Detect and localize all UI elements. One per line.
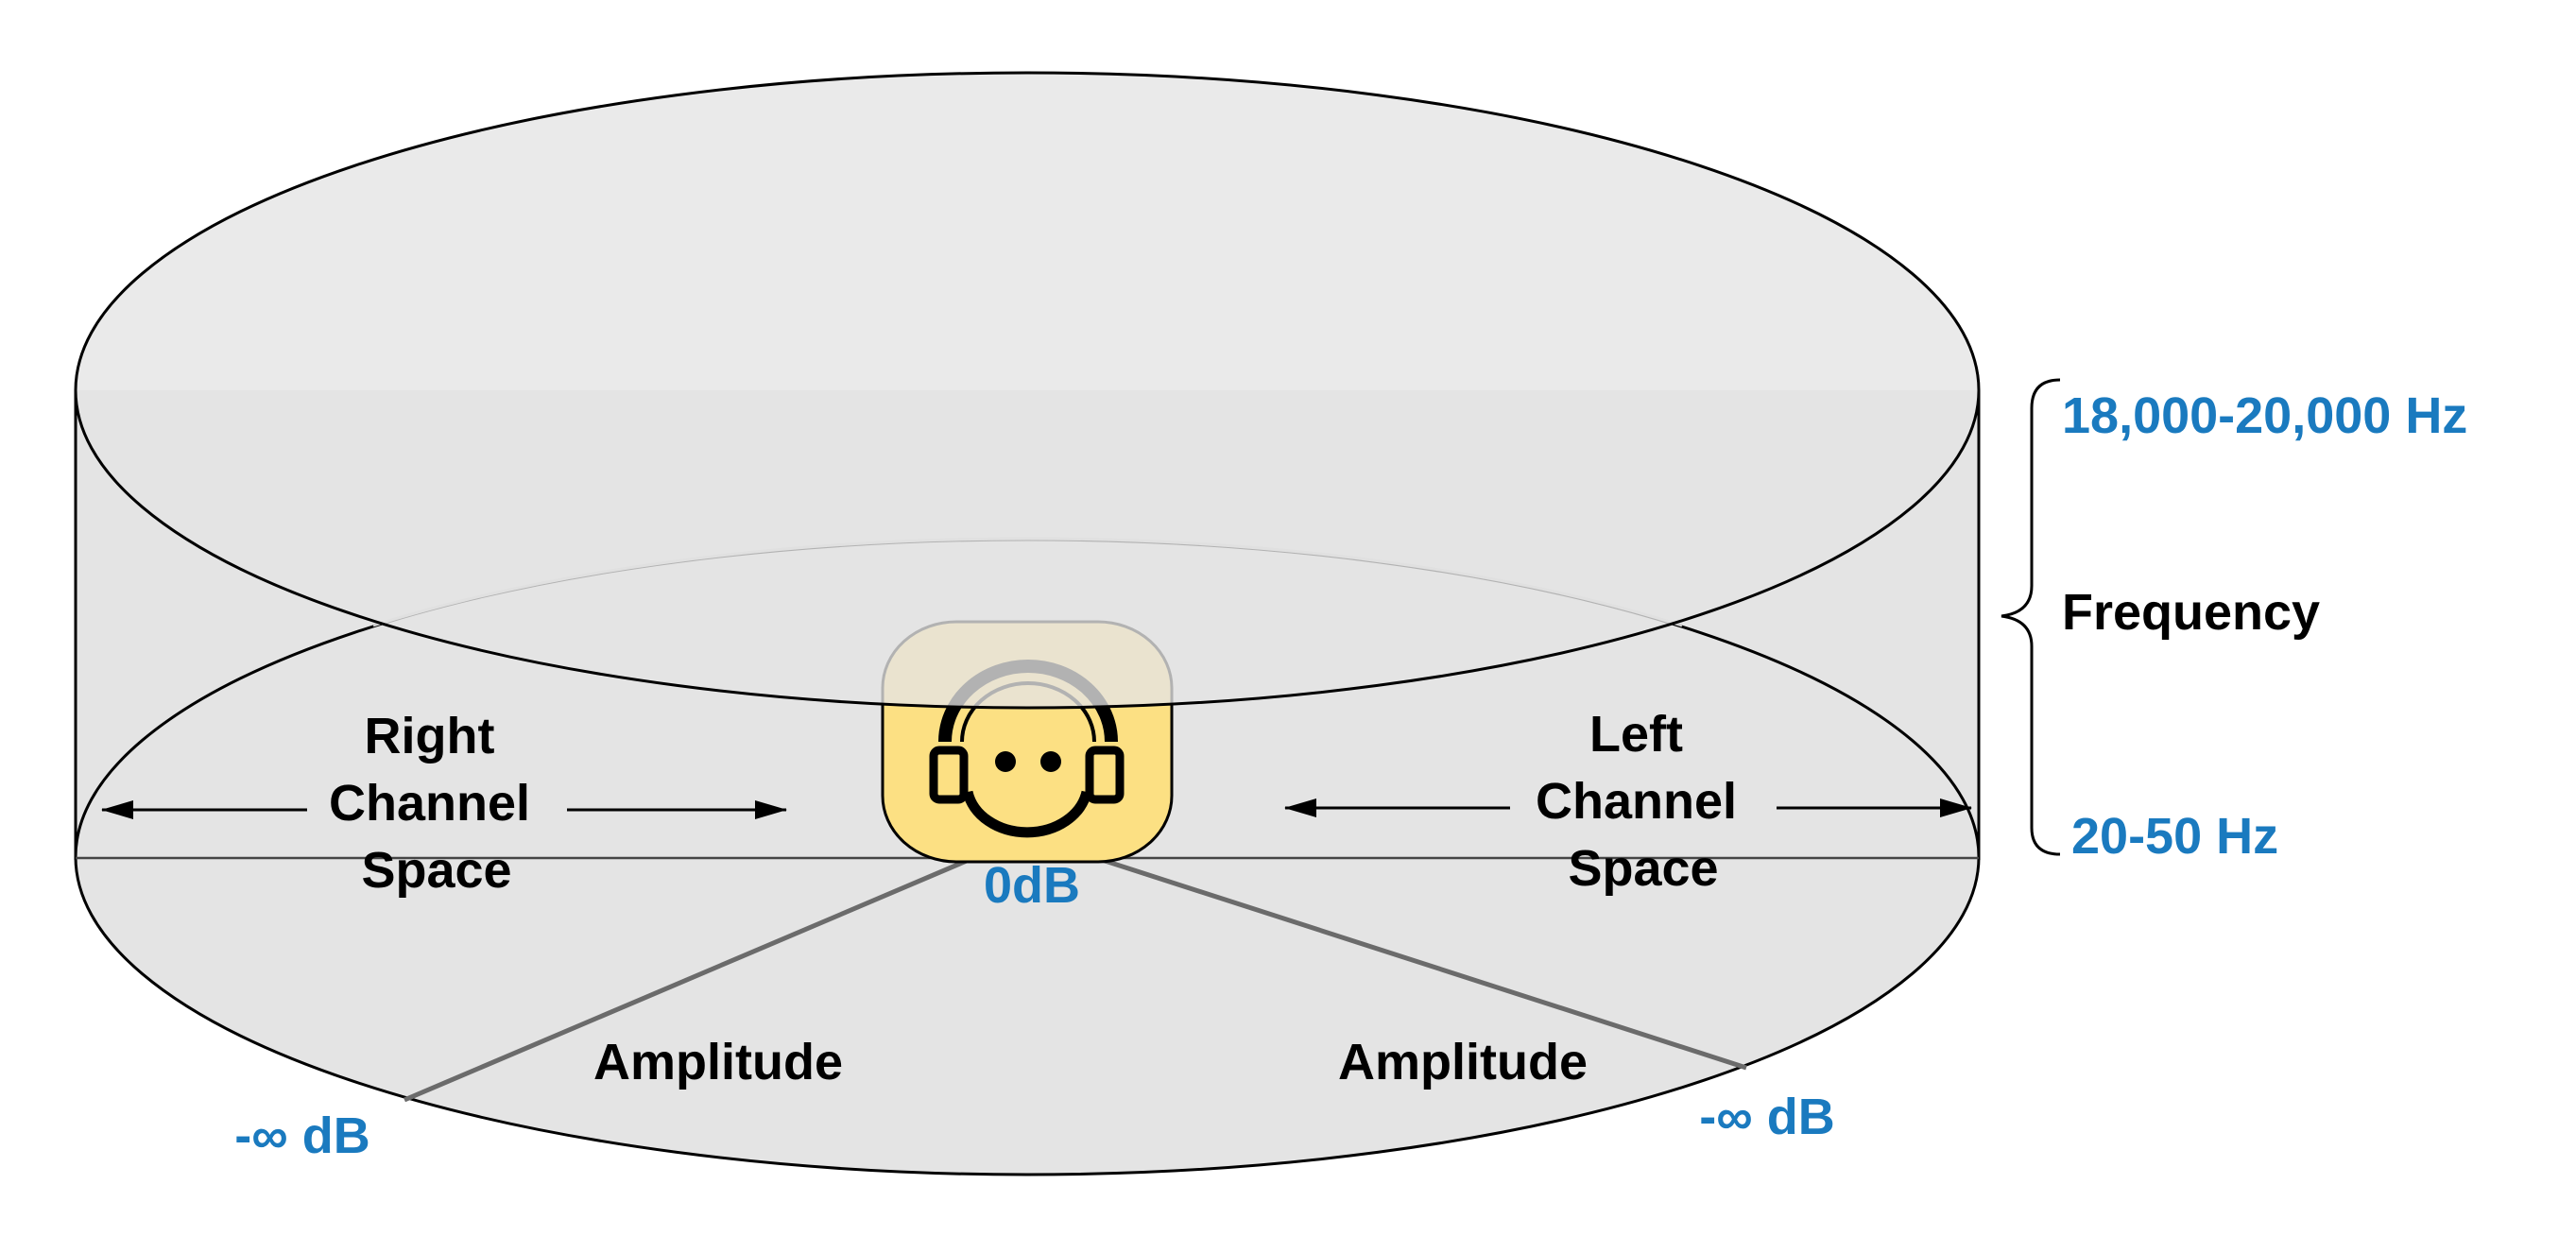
smile — [962, 790, 1092, 838]
left-channel-line-2: Channel — [1536, 773, 1737, 830]
left-channel-line-1: Left — [1589, 706, 1683, 763]
ear-cup-left — [929, 746, 969, 804]
right-channel-line-3: Space — [361, 842, 511, 899]
right-channel-line-2: Channel — [329, 775, 530, 832]
amplitude-label-right: Amplitude — [1338, 1034, 1588, 1090]
left-channel-line-3: Space — [1568, 840, 1718, 897]
zero-db-label: 0dB — [984, 857, 1080, 914]
left-channel-label: Left Channel Space — [1536, 706, 1751, 897]
neg-inf-db-label-left: -∞ dB — [234, 1107, 369, 1164]
right-channel-line-1: Right — [365, 708, 495, 764]
amplitude-label-left: Amplitude — [593, 1034, 843, 1090]
eye-right — [1040, 751, 1061, 772]
cylinder-lid — [74, 71, 1981, 710]
frequency-label: Frequency — [2062, 584, 2320, 641]
right-channel-label: Right Channel Space — [329, 708, 544, 899]
amplitude-line-right — [1095, 855, 1747, 1071]
frequency-high-label: 18,000-20,000 Hz — [2062, 387, 2467, 444]
amplitude-line-left — [404, 855, 974, 1103]
neg-inf-db-label-right: -∞ dB — [1699, 1089, 1834, 1145]
ear-cup-right — [1085, 746, 1125, 804]
curly-brace-icon — [2001, 378, 2061, 856]
eye-left — [995, 751, 1016, 772]
frequency-low-label: 20-50 Hz — [2071, 808, 2278, 865]
